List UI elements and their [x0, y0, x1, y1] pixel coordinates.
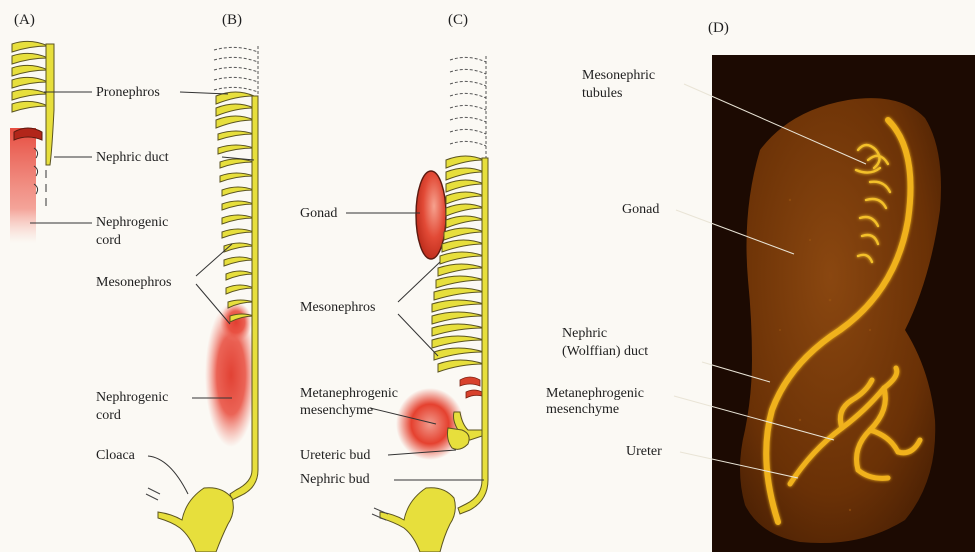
- label-mesonephric-tubules-line2: tubules: [582, 86, 622, 102]
- label-nephrogenic-cord-a-line2: cord: [96, 233, 121, 249]
- panel-label-b: (B): [222, 12, 242, 28]
- leader-pronephros-b: [180, 92, 228, 94]
- label-metanephrogenic-d-line2: mesenchyme: [546, 402, 619, 418]
- panel-label-a: (A): [14, 12, 35, 28]
- label-cloaca: Cloaca: [96, 448, 135, 464]
- label-nephric-bud: Nephric bud: [300, 472, 370, 488]
- panel-label-c: (C): [448, 12, 468, 28]
- label-nephric-duct: Nephric duct: [96, 150, 169, 166]
- label-nephrogenic-cord-b-line1: Nephrogenic: [96, 390, 168, 406]
- nephric-duct-a: [46, 44, 54, 165]
- panel-b-drawing: [146, 46, 258, 552]
- label-mesonephros-c: Mesonephros: [300, 300, 375, 316]
- leader-cloaca-b: [148, 456, 188, 494]
- panel-a-drawing: [10, 41, 92, 243]
- pronephros-tubules-a: [12, 41, 48, 112]
- label-mesonephric-tubules-line1: Mesonephric: [582, 68, 655, 84]
- label-pronephros: Pronephros: [96, 85, 160, 101]
- label-gonad-c: Gonad: [300, 206, 337, 222]
- mesonephric-tubules-b: [216, 92, 254, 322]
- panel-label-d: (D): [708, 20, 729, 36]
- label-ureter: Ureter: [626, 444, 662, 460]
- label-metanephrogenic-c-line2: mesenchyme: [300, 403, 373, 419]
- label-nephrogenic-cord-b-line2: cord: [96, 408, 121, 424]
- label-nephrogenic-cord-a-line1: Nephrogenic: [96, 215, 168, 231]
- label-wolffian-duct-line2: (Wolffian) duct: [562, 344, 648, 360]
- label-metanephrogenic-d-line1: Metanephrogenic: [546, 386, 644, 402]
- leader-mesonephros-b-2: [196, 284, 230, 324]
- cloaca-c: [380, 488, 455, 552]
- cloaca-b: [158, 488, 233, 552]
- panel-d-micrograph: [674, 55, 975, 552]
- nephrogenic-cord-a: [10, 128, 36, 243]
- label-gonad-d: Gonad: [622, 202, 659, 218]
- label-metanephrogenic-c-line1: Metanephrogenic: [300, 386, 398, 402]
- label-mesonephros-b: Mesonephros: [96, 275, 171, 291]
- label-ureteric-bud: Ureteric bud: [300, 448, 370, 464]
- label-wolffian-duct-line1: Nephric: [562, 326, 607, 342]
